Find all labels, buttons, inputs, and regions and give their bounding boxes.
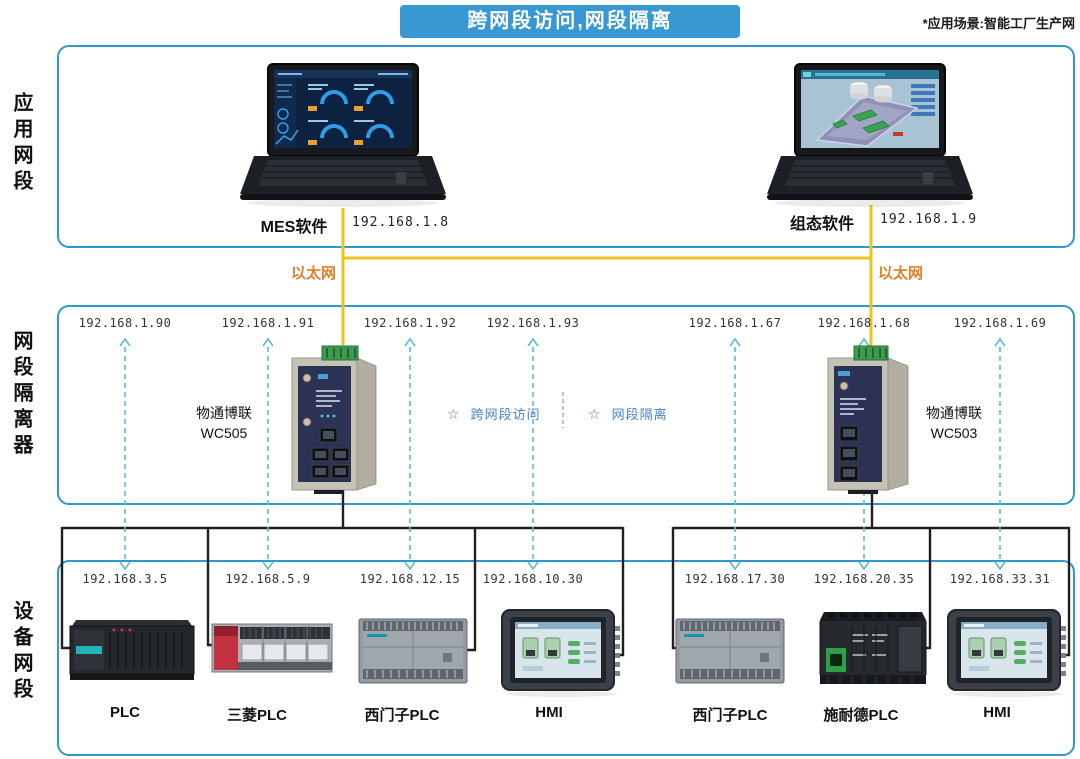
diagram-title-banner: 跨网段访问,网段隔离 — [400, 5, 740, 38]
plc-generic-image — [69, 620, 195, 680]
lan-ip-label: 192.168.1.67 — [688, 316, 782, 330]
isolator-segment-label: 网段隔离器 — [10, 330, 32, 460]
device-ip-label: 192.168.10.30 — [482, 572, 584, 586]
ethernet-label-left: 以太网 — [290, 265, 336, 282]
device-label: HMI — [983, 704, 1011, 721]
lan-ip-label: 192.168.1.92 — [363, 316, 457, 330]
gateway-brand: 物通博联 — [196, 405, 252, 421]
plc-schneider-image — [819, 612, 927, 684]
device-label: 施耐德PLC — [823, 707, 899, 724]
device-label: HMI — [535, 704, 563, 721]
device-ip-label: 192.168.33.31 — [949, 572, 1051, 586]
device-ip-label: 192.168.17.30 — [684, 572, 786, 586]
lan-ip-label: 192.168.1.90 — [78, 316, 172, 330]
device-label: 西门子PLC — [364, 707, 440, 724]
lan-ip-label: 192.168.1.91 — [221, 316, 315, 330]
device-plc-siemens — [674, 613, 786, 694]
star-icon: ☆ — [588, 406, 602, 422]
device-ip-label: 192.168.12.15 — [359, 572, 461, 586]
device-plc-mitsubishi — [210, 612, 334, 689]
scada-laptop-label: 组态软件 — [789, 216, 854, 233]
device-plc-generic — [66, 616, 198, 691]
mes-laptop-label: MES软件 — [260, 219, 328, 236]
lan-ip-label: 192.168.1.68 — [817, 316, 911, 330]
application-segment-box — [57, 45, 1075, 248]
gateway-brand: 物通博联 — [926, 405, 982, 421]
feature-isolation: ☆网段隔离 — [588, 406, 668, 422]
laptop-scada-image — [767, 63, 973, 207]
device-hmi — [944, 608, 1072, 703]
lan-ip-label: 192.168.1.69 — [953, 316, 1047, 330]
device-plc-siemens — [357, 613, 469, 694]
scada-laptop — [765, 62, 975, 217]
hmi-image — [947, 609, 1066, 697]
device-segment-label: 设备网段 — [10, 600, 32, 704]
mes-laptop-ip: 192.168.1.8 — [352, 215, 450, 230]
device-segment-box — [57, 560, 1075, 756]
gateway-wc503 — [816, 344, 931, 501]
gateway-wc503-label: 物通博联 WC503 — [912, 403, 996, 444]
device-hmi — [498, 608, 626, 703]
ethernet-label-right: 以太网 — [878, 265, 924, 282]
feature-cross-segment: ☆跨网段访问 — [447, 406, 541, 422]
gateway-wc505-image — [291, 345, 377, 494]
device-ip-label: 192.168.5.9 — [225, 572, 311, 586]
gateway-model: WC503 — [930, 425, 978, 442]
gateway-wc505-label: 物通博联 WC505 — [182, 403, 266, 444]
plc-siemens-image — [358, 618, 468, 684]
device-ip-label: 192.168.3.5 — [82, 572, 168, 586]
lan-ip-label: 192.168.1.93 — [486, 316, 580, 330]
scada-laptop-ip: 192.168.1.9 — [880, 212, 978, 227]
application-segment-label: 应用网段 — [10, 92, 32, 196]
device-plc-schneider — [818, 610, 928, 695]
mes-laptop — [238, 62, 448, 217]
star-icon: ☆ — [447, 406, 461, 422]
isolator-segment-box — [57, 305, 1075, 505]
hmi-image — [501, 609, 620, 697]
device-label: PLC — [110, 704, 140, 721]
plc-mitsubishi-image — [211, 623, 333, 673]
gateway-wc503-image — [827, 345, 909, 494]
laptop-mes-image — [240, 63, 446, 207]
gateway-wc505 — [262, 344, 390, 501]
device-label: 三菱PLC — [226, 707, 287, 724]
device-ip-label: 192.168.20.35 — [813, 572, 915, 586]
plc-siemens-image — [675, 618, 785, 684]
device-label: 西门子PLC — [692, 707, 768, 724]
gateway-model: WC505 — [200, 425, 248, 442]
application-scenario-note: *应用场景:智能工厂生产网 — [922, 16, 1075, 31]
